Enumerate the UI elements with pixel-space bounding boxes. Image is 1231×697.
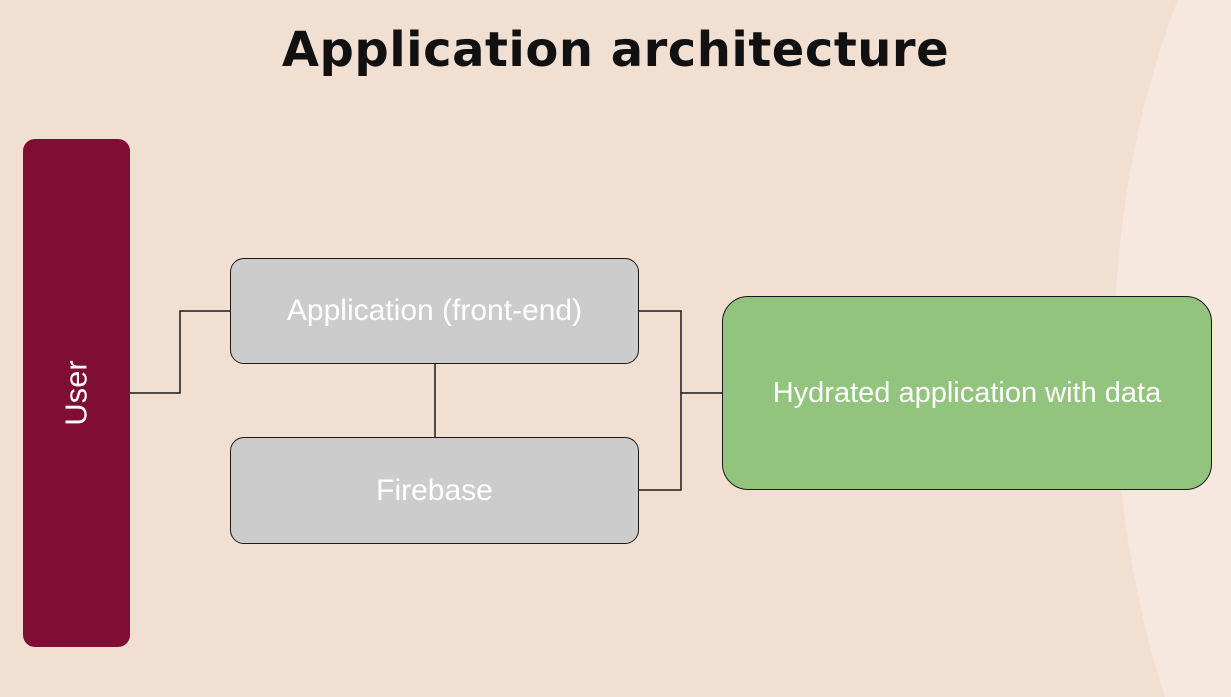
frontend-to-hydrated-connector (639, 310, 722, 394)
user-node: User (23, 139, 130, 647)
frontend-node: Application (front-end) (230, 258, 639, 364)
user-node-label: User (58, 360, 94, 426)
hydrated-app-node-label: Hydrated application with data (772, 376, 1162, 409)
hydrated-app-node: Hydrated application with data (722, 296, 1212, 490)
frontend-node-label: Application (front-end) (286, 294, 583, 327)
firebase-node-label: Firebase (376, 473, 493, 507)
firebase-to-hydrated-connector (639, 393, 682, 491)
user-to-frontend-connector (130, 310, 230, 394)
firebase-node: Firebase (230, 437, 639, 544)
slide-title: Application architecture (281, 22, 950, 78)
